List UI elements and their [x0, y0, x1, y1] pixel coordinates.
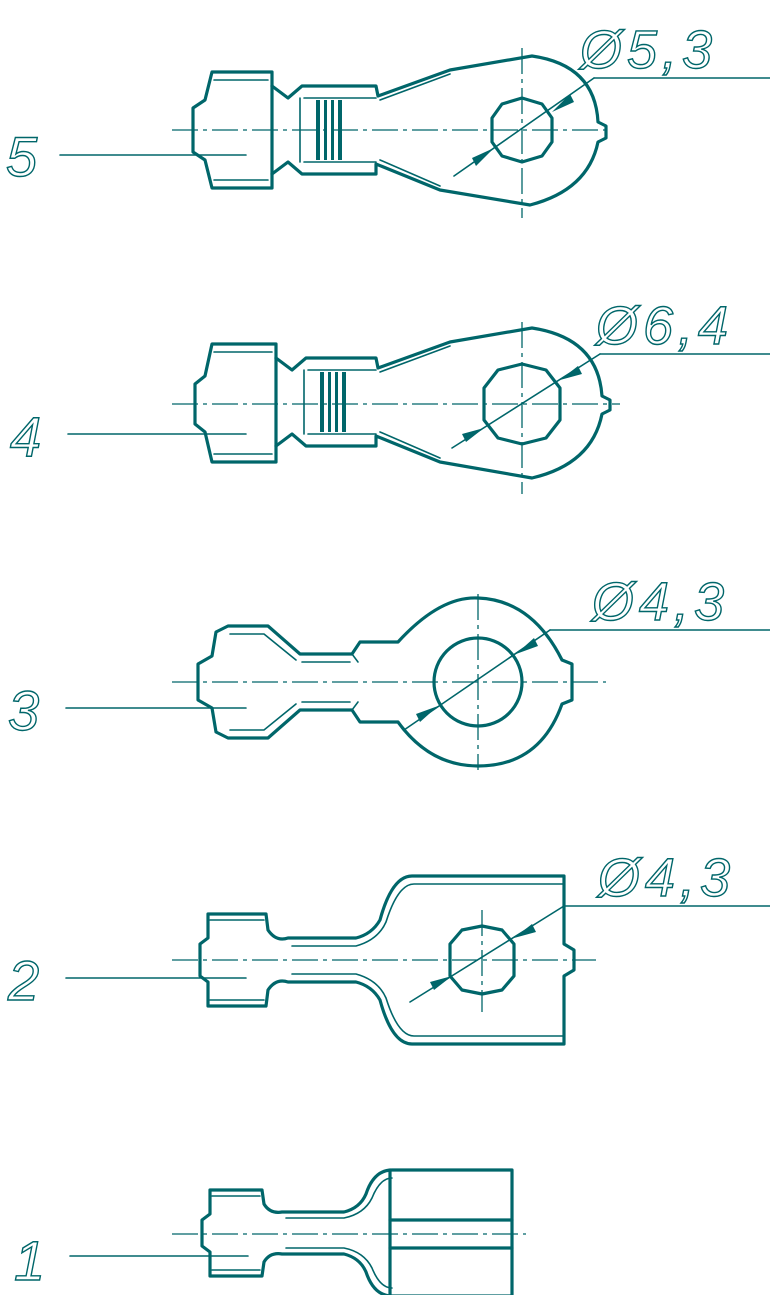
- body-2: [198, 874, 576, 1046]
- item-number-3: 3: [8, 679, 39, 742]
- terminal-2: 2 Ø4,3: [6, 847, 770, 1046]
- dimension-label-4: Ø6,4: [594, 296, 733, 356]
- dimension-label-2: Ø4,3: [596, 848, 735, 908]
- dim-arrow-2b: [514, 924, 536, 938]
- crimp-ribs-4: [320, 372, 346, 432]
- dimension-label-3: Ø4,3: [590, 572, 729, 632]
- terminal-5: 5 Ø5,3: [5, 19, 770, 218]
- terminal-3: 3 Ø4,3: [7, 571, 770, 770]
- hole-3: [432, 636, 524, 728]
- dim-arrow-4a: [462, 428, 484, 442]
- sleeve-5: [191, 70, 274, 190]
- dim-arrow-5b: [552, 94, 574, 112]
- dim-arrow-3b: [516, 638, 538, 654]
- item-number-1: 1: [14, 1229, 45, 1292]
- terminal-4: 4 Ø6,4: [9, 295, 770, 494]
- item-number-2: 2: [7, 949, 39, 1012]
- item-number-4: 4: [10, 405, 41, 468]
- dim-arrow-3a: [416, 706, 438, 722]
- body-4: [274, 326, 612, 480]
- body-3: [196, 596, 574, 768]
- dim-arrow-5a: [472, 148, 494, 166]
- dim-arrow-2a: [430, 976, 452, 990]
- dimension-label-5: Ø5,3: [578, 20, 717, 80]
- sleeve-4: [193, 342, 278, 464]
- crimp-ribs-5: [316, 100, 342, 160]
- dim-arrow-4b: [560, 366, 582, 380]
- body-5: [270, 54, 608, 207]
- item-number-5: 5: [6, 125, 38, 188]
- hole-5: [490, 96, 554, 164]
- terminal-1: 1: [13, 1168, 526, 1295]
- body-1: [200, 1168, 514, 1295]
